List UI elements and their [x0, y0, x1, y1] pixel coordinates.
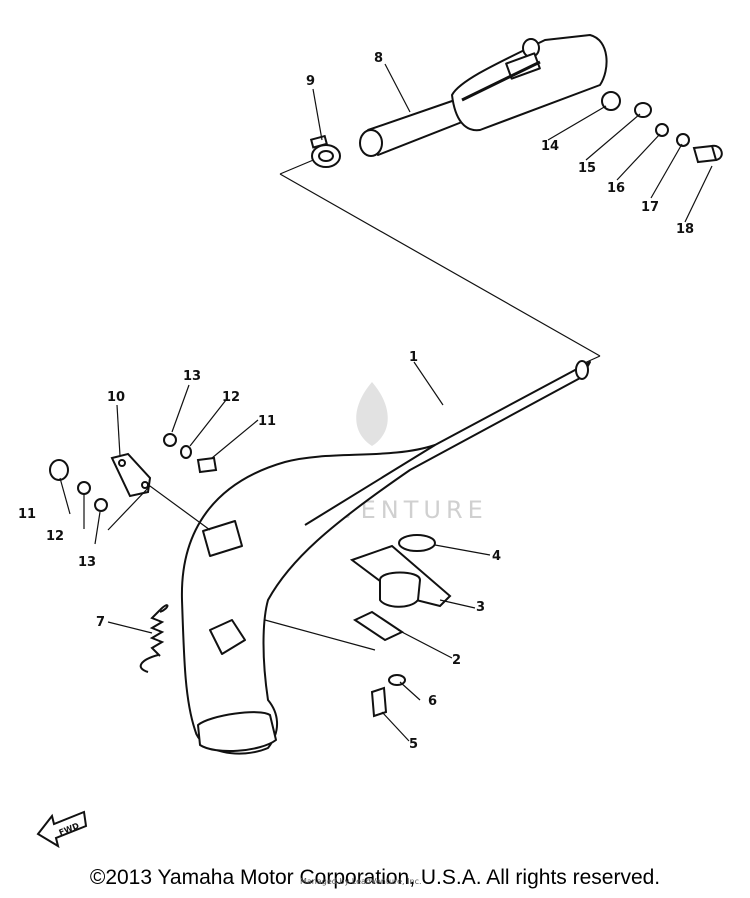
pipe-mount-bracket — [202, 520, 243, 557]
joint-3-boss — [379, 571, 422, 608]
exhaust-pipe-flange — [197, 711, 277, 753]
pipe-weld-tab — [209, 619, 246, 655]
callout-4: 4 — [492, 549, 501, 564]
watermark-flame-icon — [356, 382, 388, 446]
washer-6 — [388, 674, 406, 686]
spring — [139, 604, 169, 673]
lockwasher-17 — [676, 133, 690, 147]
callout-11-top: 11 — [258, 414, 276, 429]
callout-11-left: 11 — [18, 507, 36, 522]
silencer-hardware — [601, 91, 723, 164]
copyright-subtext: Managed by LeadVenture, Inc. — [300, 877, 422, 886]
callout-13-top: 13 — [183, 369, 201, 384]
callout-6: 6 — [428, 694, 437, 709]
callout-18: 18 — [676, 222, 694, 237]
stay-10 — [110, 452, 152, 498]
collar-15 — [634, 102, 652, 118]
gasket-2 — [352, 610, 405, 642]
callout-numbers: 1 2 3 4 5 6 7 8 9 10 11 11 12 12 13 13 1… — [18, 51, 694, 752]
callout-13-left: 13 — [78, 555, 96, 570]
bracket-hardware — [49, 433, 218, 512]
washer-13-left — [94, 498, 108, 512]
callout-9: 9 — [306, 74, 315, 89]
callout-15: 15 — [578, 161, 596, 176]
callout-1: 1 — [409, 350, 418, 365]
joint-parts — [349, 534, 452, 718]
callout-16: 16 — [607, 181, 625, 196]
callout-2: 2 — [452, 653, 461, 668]
silencer-assembly — [359, 34, 608, 157]
exhaust-pipe-outlet — [575, 360, 589, 380]
fwd-arrow-icon: FWD — [36, 810, 88, 849]
washer-13-top — [163, 433, 177, 447]
callout-17: 17 — [641, 200, 659, 215]
callout-8: 8 — [374, 51, 383, 66]
callout-14: 14 — [541, 139, 559, 154]
exhaust-pipe-ridge — [304, 444, 436, 526]
gasket-4 — [398, 534, 436, 552]
nut-11-left — [49, 459, 69, 481]
lockwasher-12-top — [180, 445, 192, 459]
callout-3: 3 — [476, 600, 485, 615]
callout-10: 10 — [107, 390, 125, 405]
callout-12-top: 12 — [222, 390, 240, 405]
lockwasher-12-left — [77, 481, 91, 495]
bolt-18 — [692, 144, 723, 164]
silencer-inlet-end — [359, 129, 383, 157]
leader-lines — [59, 63, 713, 742]
exhaust-pipe — [180, 360, 591, 755]
dashed-assembly-line — [279, 152, 601, 366]
clamp — [309, 134, 341, 168]
silencer-bracket — [505, 52, 541, 80]
silencer-seam-line — [461, 60, 541, 102]
damper-14 — [601, 91, 621, 111]
callout-7: 7 — [96, 615, 105, 630]
callout-12-left: 12 — [46, 529, 64, 544]
silencer-body — [451, 34, 608, 132]
callout-5: 5 — [409, 737, 418, 752]
copyright-notice: ©2013 Yamaha Motor Corporation, U.S.A. A… — [89, 866, 661, 889]
bolt-5 — [370, 686, 388, 718]
washer-16 — [655, 123, 669, 137]
bolt-11-top — [196, 456, 218, 474]
connection-lines — [279, 152, 601, 366]
